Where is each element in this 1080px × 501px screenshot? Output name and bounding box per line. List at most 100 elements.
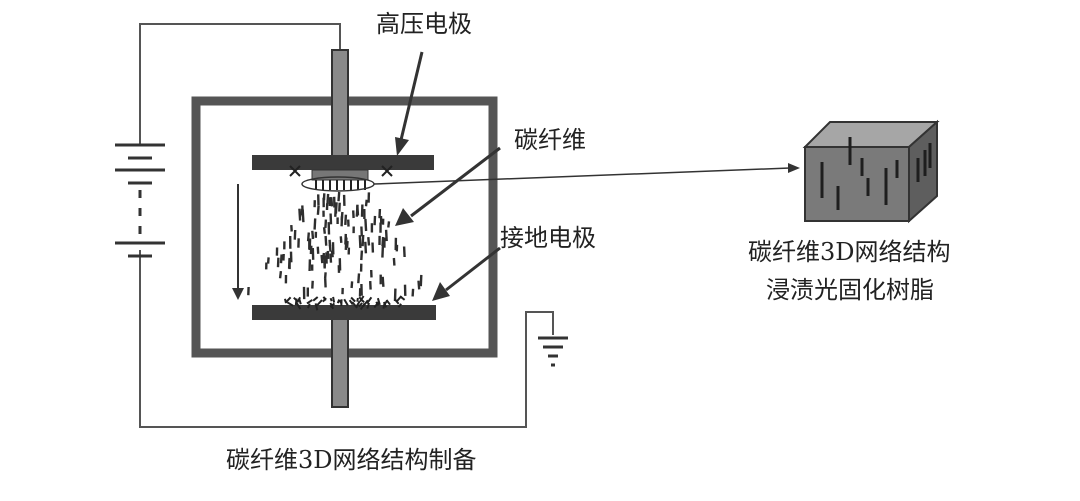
carbon-fiber-strand [358,235,362,249]
carbon-fiber-strand [337,191,341,202]
label-carbon-fiber: 碳纤维 [514,126,586,154]
carbon-fiber-strand [384,229,388,242]
ge-pointer-line [445,246,501,292]
lower-electrode-rod [331,311,349,408]
carbon-fiber-strand [356,205,360,216]
deposited-fiber-strand [329,297,333,302]
carbon-fiber-strand [367,237,371,246]
carbon-fiber-strand [322,252,326,260]
figure-caption: 碳纤维3D网络结构制备 [226,446,477,474]
high-voltage-plate [252,155,434,170]
carbon-fiber-strand [266,257,270,264]
circuit-wires [139,23,554,428]
deposited-fiber-strand [350,296,356,303]
carbon-fiber-strand [381,276,385,287]
carbon-fiber-strand [364,241,368,254]
carbon-fiber-strand [364,218,368,232]
deposited-fiber-strand [286,301,294,307]
carbon-fiber-strand [324,219,328,228]
carbon-fiber-strand [278,270,283,279]
battery-icon [115,143,165,258]
deposited-fiber-strand [332,296,336,303]
carbon-fiber-strand [298,208,302,221]
deposited-fiber-strand [306,299,313,305]
deposited-fiber-strand [358,302,363,308]
deposited-fiber-strand [314,303,319,311]
deposited-fiber-strand [329,302,336,308]
carbon-fiber-strand [381,236,385,247]
label-3d-structure-line1: 碳纤维3D网络结构 [748,238,951,266]
ge-pointer-head [432,282,450,301]
deposited-fiber-strand [348,299,354,306]
deposited-fiber-strand [373,300,380,309]
carbon-fiber-strand [316,205,320,215]
deposited-fiber-strand [366,296,373,305]
carbon-fiber-strand [323,255,327,268]
deposited-fiber-strand [351,301,358,309]
carbon-fiber-strand [357,273,361,284]
cf-pointer-head [395,208,414,226]
carbon-fiber-strand [364,199,368,207]
deposited-fiber-strand [375,301,380,306]
deposited-fiber-strand [397,303,402,308]
deposited-fiber-strand [294,298,298,306]
deposited-fiber-strand [307,303,311,309]
cf-pointer-line [410,146,501,218]
carbon-fiber-strand [320,254,324,264]
carbon-fiber-strand [344,214,348,225]
carbon-fiber-strand [361,234,365,247]
pointer-arrows [395,51,501,301]
carbon-fiber-strand [381,245,385,258]
carbon-fiber-strand [323,272,327,279]
wire-bottom [139,250,554,428]
carbon-fiber-strand [350,281,354,289]
carbon-fiber-strand [392,257,396,266]
deposited-fiber-strand [312,296,319,302]
carbon-fiber-strand [324,235,328,246]
wire-top [139,23,341,145]
cube-fibers [820,137,932,210]
carbon-fiber-strand [360,250,364,261]
deposited-fiber-strand [385,299,391,306]
deposited-fiber-strand [336,299,341,304]
deposited-fiber-strand [362,299,369,308]
deposited-fiber-strand [316,299,323,307]
carbon-fiber-strand [306,232,310,242]
label-3d-structure-line2: 浸渍光固化树脂 [766,276,934,304]
deposited-fiber-strand [399,295,406,301]
electrode-tip [311,169,369,181]
hv-pointer-line [399,51,424,141]
label-high-voltage-electrode: 高压电极 [376,10,472,38]
deposited-fiber-strand [343,298,349,306]
carbon-fiber-strand [334,202,338,214]
deposited-fiber-strand [366,302,370,309]
carbon-fiber-strand [313,218,317,230]
deposited-fiber-strand [284,298,287,304]
ground-plate [252,305,436,320]
deposited-fiber-strand [394,298,400,305]
motion-arrow [232,184,244,300]
carbon-fiber-strand [402,246,406,258]
carbon-fiber-strand [301,205,304,217]
ground-icon [538,336,568,367]
deposited-fiber-strand [298,298,302,305]
upper-electrode-rod [331,49,349,164]
label-ground-electrode: 接地电极 [500,224,596,252]
carbon-fiber-strand [329,253,333,263]
carbon-fiber-strand [287,257,291,269]
carbon-fiber-strand [279,254,283,264]
hv-pointer-head [395,137,409,156]
deposited-fiber-strand [359,295,365,303]
falling-carbon-fibers [247,191,423,302]
carbon-fiber-strand [322,227,326,234]
deposited-fiber-strand [382,303,386,309]
connector-arrow [373,163,800,185]
carbon-fiber-strand [419,274,423,287]
carbon-fiber-strand [387,221,391,228]
carbon-fiber-strand [411,288,415,297]
carbon-fiber-strand [339,236,343,243]
deposited-fiber-strand [322,296,327,302]
carbon-fiber-strand [326,193,330,205]
carbon-fiber-strand [311,230,315,240]
deposited-fiber-strand [295,302,302,310]
